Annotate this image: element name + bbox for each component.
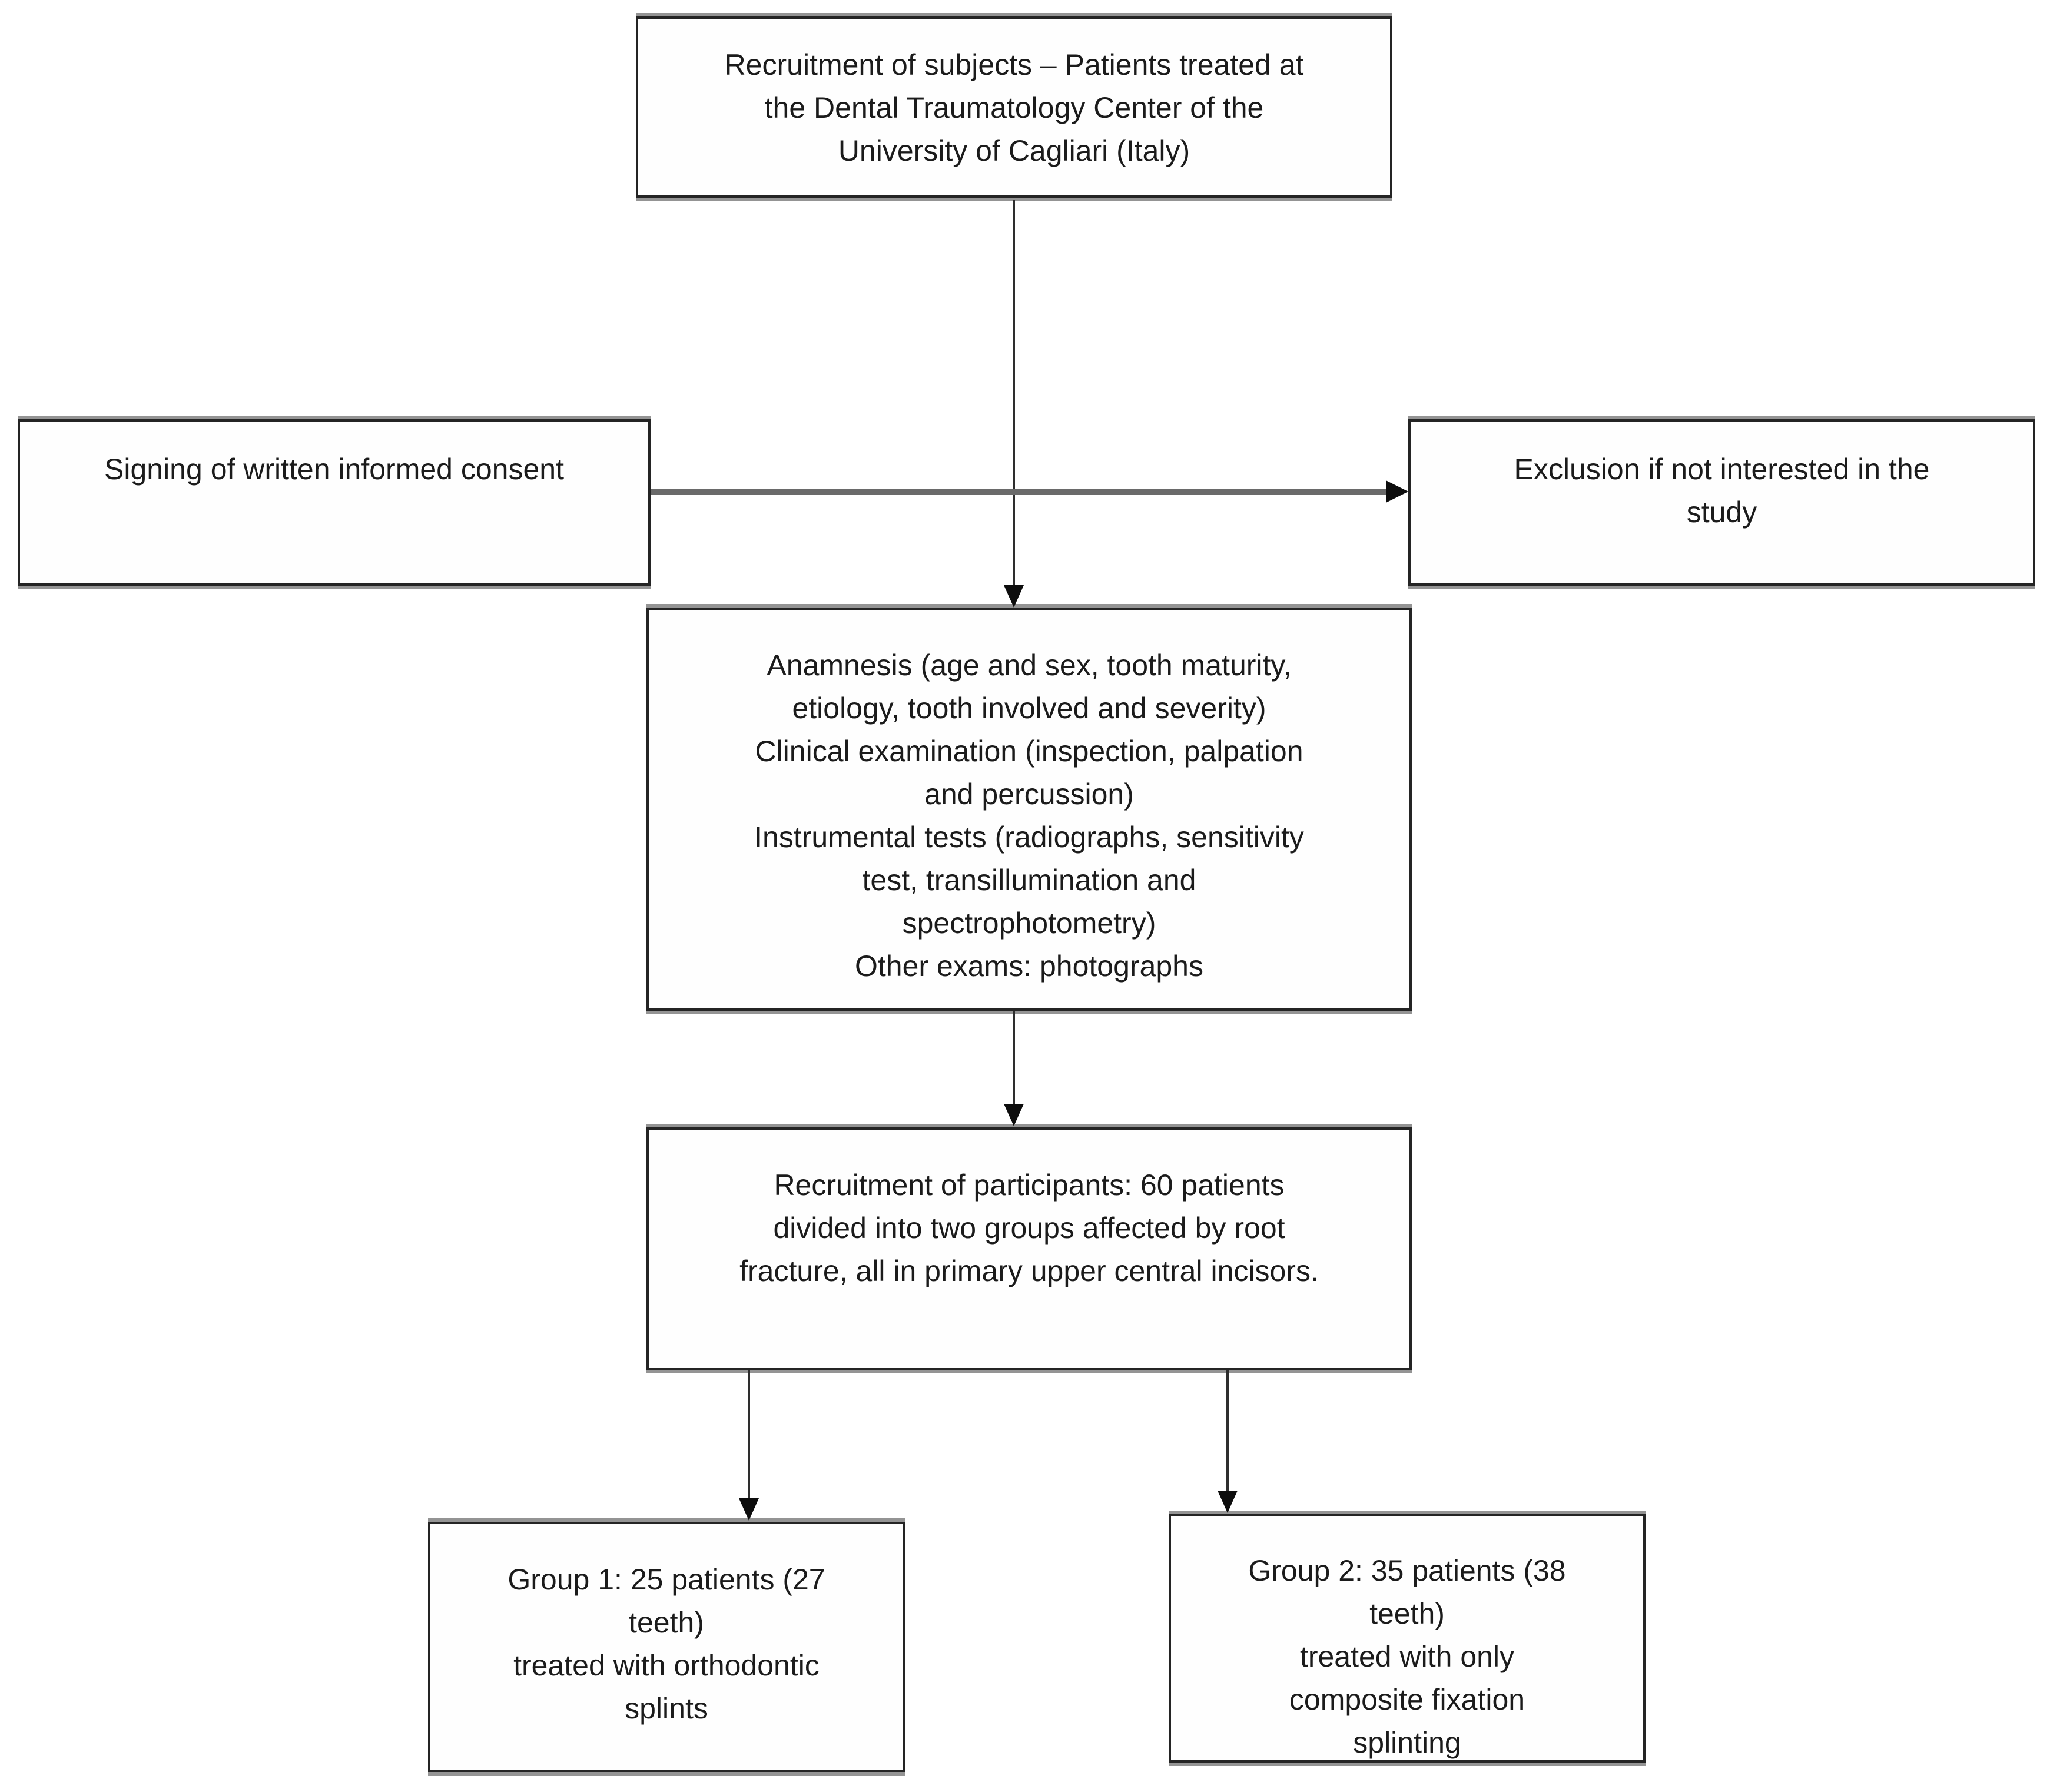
box-text-line: Signing of written informed consent [104, 453, 564, 486]
connector-participants-to-group1 [748, 1370, 750, 1499]
box-recruitment-subjects: Recruitment of subjects – Patients treat… [636, 16, 1392, 198]
box-text-line: Recruitment of participants: 60 patients [774, 1169, 1285, 1202]
box-text-line: Anamnesis (age and sex, tooth maturity, [767, 649, 1292, 682]
box-text-line: treated with orthodontic [513, 1649, 820, 1682]
box-text-line: treated with only [1299, 1640, 1515, 1673]
connector-participants-to-group2 [1226, 1370, 1229, 1492]
box-text-line: Exclusion if not interested in the [1514, 453, 1930, 486]
box-group1: Group 1: 25 patients (27 teeth) treated … [428, 1522, 905, 1772]
box-text-line: etiology, tooth involved and severity) [792, 692, 1266, 725]
arrowhead-down-icon [1004, 1104, 1024, 1126]
box-text-line: Group 1: 25 patients (27 [507, 1563, 825, 1596]
box-text-line: University of Cagliari (Italy) [838, 134, 1190, 167]
box-text-line: study [1686, 496, 1757, 529]
box-text-line: divided into two groups affected by root [773, 1212, 1285, 1245]
box-text-line: Clinical examination (inspection, palpat… [755, 735, 1303, 768]
connector-consent-to-exclusion [651, 489, 1388, 495]
connector-assessment-to-participants [1013, 1011, 1015, 1105]
arrowhead-right-icon [1386, 480, 1408, 503]
box-text-line: the Dental Traumatology Center of the [764, 91, 1264, 124]
arrowhead-down-icon [1218, 1491, 1238, 1513]
arrowhead-down-icon [739, 1498, 759, 1521]
box-text-line: Instrumental tests (radiographs, sensiti… [754, 821, 1304, 854]
box-text-line: and percussion) [924, 778, 1134, 811]
box-clinical-assessment: Anamnesis (age and sex, tooth maturity, … [646, 608, 1412, 1011]
box-exclusion: Exclusion if not interested in the study [1408, 419, 2035, 586]
box-text-line: spectrophotometry) [902, 907, 1156, 940]
box-text-line: splints [625, 1692, 708, 1725]
box-text-line: teeth) [629, 1606, 704, 1639]
box-text-line: test, transillumination and [862, 864, 1196, 897]
arrowhead-down-icon [1004, 585, 1024, 608]
connector-top-to-assessment [1013, 200, 1015, 586]
box-text-line: fracture, all in primary upper central i… [739, 1255, 1319, 1287]
box-text-line: Recruitment of subjects – Patients treat… [724, 48, 1304, 81]
box-group2: Group 2: 35 patients (38 teeth) treated … [1169, 1514, 1646, 1763]
box-text-line: teeth) [1369, 1597, 1445, 1630]
box-informed-consent: Signing of written informed consent [18, 419, 651, 586]
box-text-line: composite fixation [1289, 1683, 1525, 1716]
box-text-line: splinting [1353, 1726, 1461, 1759]
box-text-line: Other exams: photographs [855, 950, 1203, 983]
box-text-line: Group 2: 35 patients (38 [1248, 1554, 1566, 1587]
box-participants: Recruitment of participants: 60 patients… [646, 1127, 1412, 1370]
